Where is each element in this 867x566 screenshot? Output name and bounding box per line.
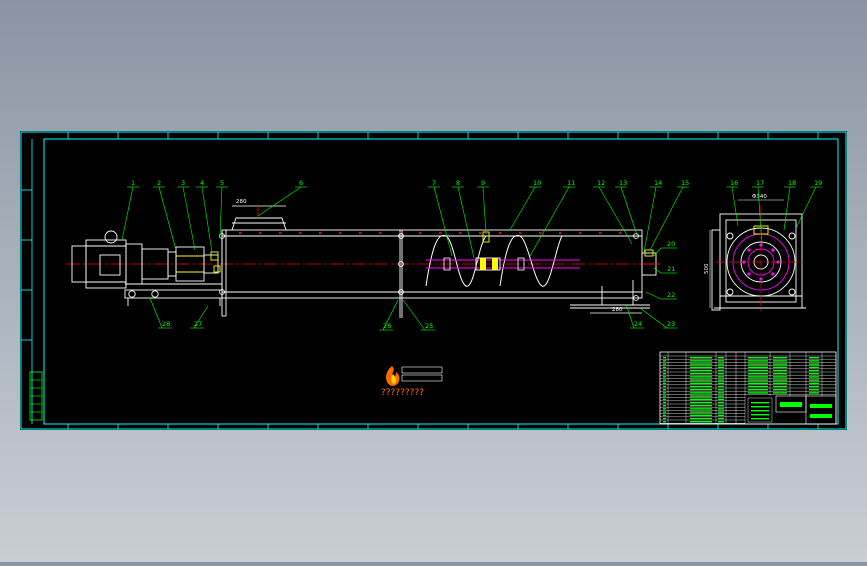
inner-border — [43, 138, 839, 425]
callout-26: 26 — [383, 322, 391, 330]
end-view-bolt-circle — [742, 243, 780, 281]
trough-bolts — [219, 233, 639, 301]
callout-17: 17 — [756, 179, 764, 187]
callout-16: 16 — [730, 179, 738, 187]
outer-border — [20, 131, 847, 430]
company-logo: ????????? — [381, 366, 443, 398]
callout-23: 23 — [667, 320, 675, 328]
dimension-outlet: 280 — [590, 307, 642, 314]
callout-5: 5 — [220, 179, 224, 187]
watermark-text: ????????? — [381, 388, 424, 398]
callout-6: 6 — [299, 179, 303, 187]
callout-7: 7 — [432, 179, 436, 187]
callout-27: 27 — [194, 320, 202, 328]
tail-bearing — [641, 249, 660, 276]
screw-shaft — [426, 231, 580, 271]
callout-22: 22 — [667, 291, 675, 299]
callout-4: 4 — [200, 179, 204, 187]
callout-12: 12 — [597, 179, 605, 187]
binding-strip — [29, 139, 43, 424]
callout-2: 2 — [157, 179, 161, 187]
end-view-dimensions: Φ340 500 — [704, 194, 784, 308]
callout-1: 1 — [131, 179, 135, 187]
callout-13: 13 — [619, 179, 627, 187]
callout-20: 20 — [667, 240, 675, 248]
dim-end-height: 500 — [704, 263, 710, 274]
drawing-sheet — [20, 131, 847, 430]
callout-11: 11 — [567, 179, 575, 187]
callout-10: 10 — [533, 179, 541, 187]
callout-18: 18 — [788, 179, 796, 187]
reducer-coupling — [167, 246, 221, 282]
callout-3: 3 — [181, 179, 185, 187]
dim-end-width: Φ340 — [752, 194, 767, 200]
callout-9: 9 — [481, 179, 485, 187]
end-view-centerlines — [716, 206, 806, 314]
callout-21: 21 — [667, 265, 675, 273]
callout-19: 19 — [814, 179, 822, 187]
dim-outlet-label: 280 — [612, 307, 623, 313]
trough-flange-bolts — [238, 231, 622, 235]
callout-14: 14 — [654, 179, 662, 187]
title-block — [659, 351, 837, 425]
callout-25: 25 — [425, 322, 433, 330]
callout-28: 28 — [162, 320, 170, 328]
callout-15: 15 — [681, 179, 689, 187]
callout-24: 24 — [634, 320, 642, 328]
zone-ticks — [21, 132, 819, 429]
callout-8: 8 — [456, 179, 460, 187]
inlet-hopper — [231, 217, 287, 231]
dim-inlet-label: 280 — [236, 199, 247, 205]
